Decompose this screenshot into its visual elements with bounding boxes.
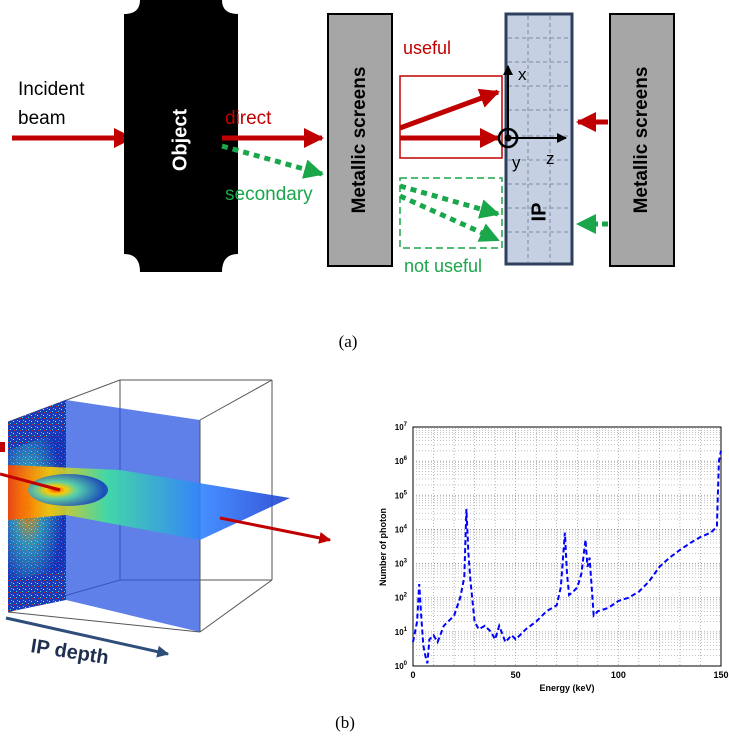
caption-b: (b): [335, 713, 355, 732]
axis-y-label: y: [512, 153, 521, 172]
y-tick-label: 101: [395, 627, 408, 637]
direct-label: direct: [225, 108, 272, 129]
y-tick-label: 106: [395, 456, 408, 466]
chart-plot-area: [412, 426, 722, 667]
incident-beam-label-line2: beam: [18, 108, 66, 129]
ip-depth-arrow: [5, 616, 170, 658]
metallic-screen-right-label: Metallic screens: [631, 67, 652, 214]
secondary-arrow-upper: [399, 183, 500, 219]
y-axis-label: Number of photon: [378, 508, 388, 586]
panel-a: Incident beam Object direct secondary Me…: [12, 0, 675, 351]
metallic-screen-left: [327, 13, 393, 267]
x-axis-label: Energy (keV): [539, 683, 594, 693]
useful-region-box: [399, 75, 503, 159]
incident-beam-label-line1: Incident: [18, 79, 85, 100]
y-tick-label: 105: [395, 490, 408, 500]
x-tick-label: 150: [713, 670, 728, 680]
series-line: [412, 450, 722, 664]
x-tick-label: 50: [511, 670, 521, 680]
y-tick-label: 100: [395, 661, 408, 671]
axis-y-dot-icon: [504, 134, 512, 142]
chart-ticks: 0 50 100 150 100 101 102 103 104 105 106 107: [395, 422, 729, 680]
y-tick-label: 103: [395, 559, 408, 569]
metallic-screen-right: [609, 13, 675, 267]
axis-y-out-of-page-icon: [497, 127, 519, 149]
secondary-label: secondary: [225, 184, 313, 205]
ip-label: IP: [528, 203, 550, 222]
panel-b-3d-plot: IP depth: [0, 379, 332, 669]
x-tick-label: 100: [611, 670, 626, 680]
y-tick-label: 102: [395, 593, 408, 603]
ip-depth-label: IP depth: [29, 635, 110, 669]
beam-direction-arrow: [219, 516, 332, 544]
y-tick-label: 107: [395, 422, 408, 432]
useful-arrow-upper: [399, 88, 500, 131]
not-useful-region-box: [399, 177, 503, 249]
imaging-plate-grid: [508, 16, 570, 262]
metallic-screen-left-label: Metallic screens: [349, 67, 370, 214]
caption-a: (a): [339, 332, 358, 351]
axis-x-label: x: [518, 65, 527, 84]
axis-z-label: z: [546, 149, 555, 168]
secondary-arrow-lower: [398, 193, 500, 243]
object-block: [124, 0, 238, 272]
x-tick-label: 0: [410, 670, 415, 680]
object-label: Object: [169, 109, 191, 172]
not-useful-label: not useful: [404, 256, 482, 276]
useful-label: useful: [403, 38, 451, 58]
spectrum-chart: 0 50 100 150 100 101 102 103 104 105 106 107 Energy…: [378, 422, 729, 693]
y-tick-label: 104: [395, 524, 408, 534]
